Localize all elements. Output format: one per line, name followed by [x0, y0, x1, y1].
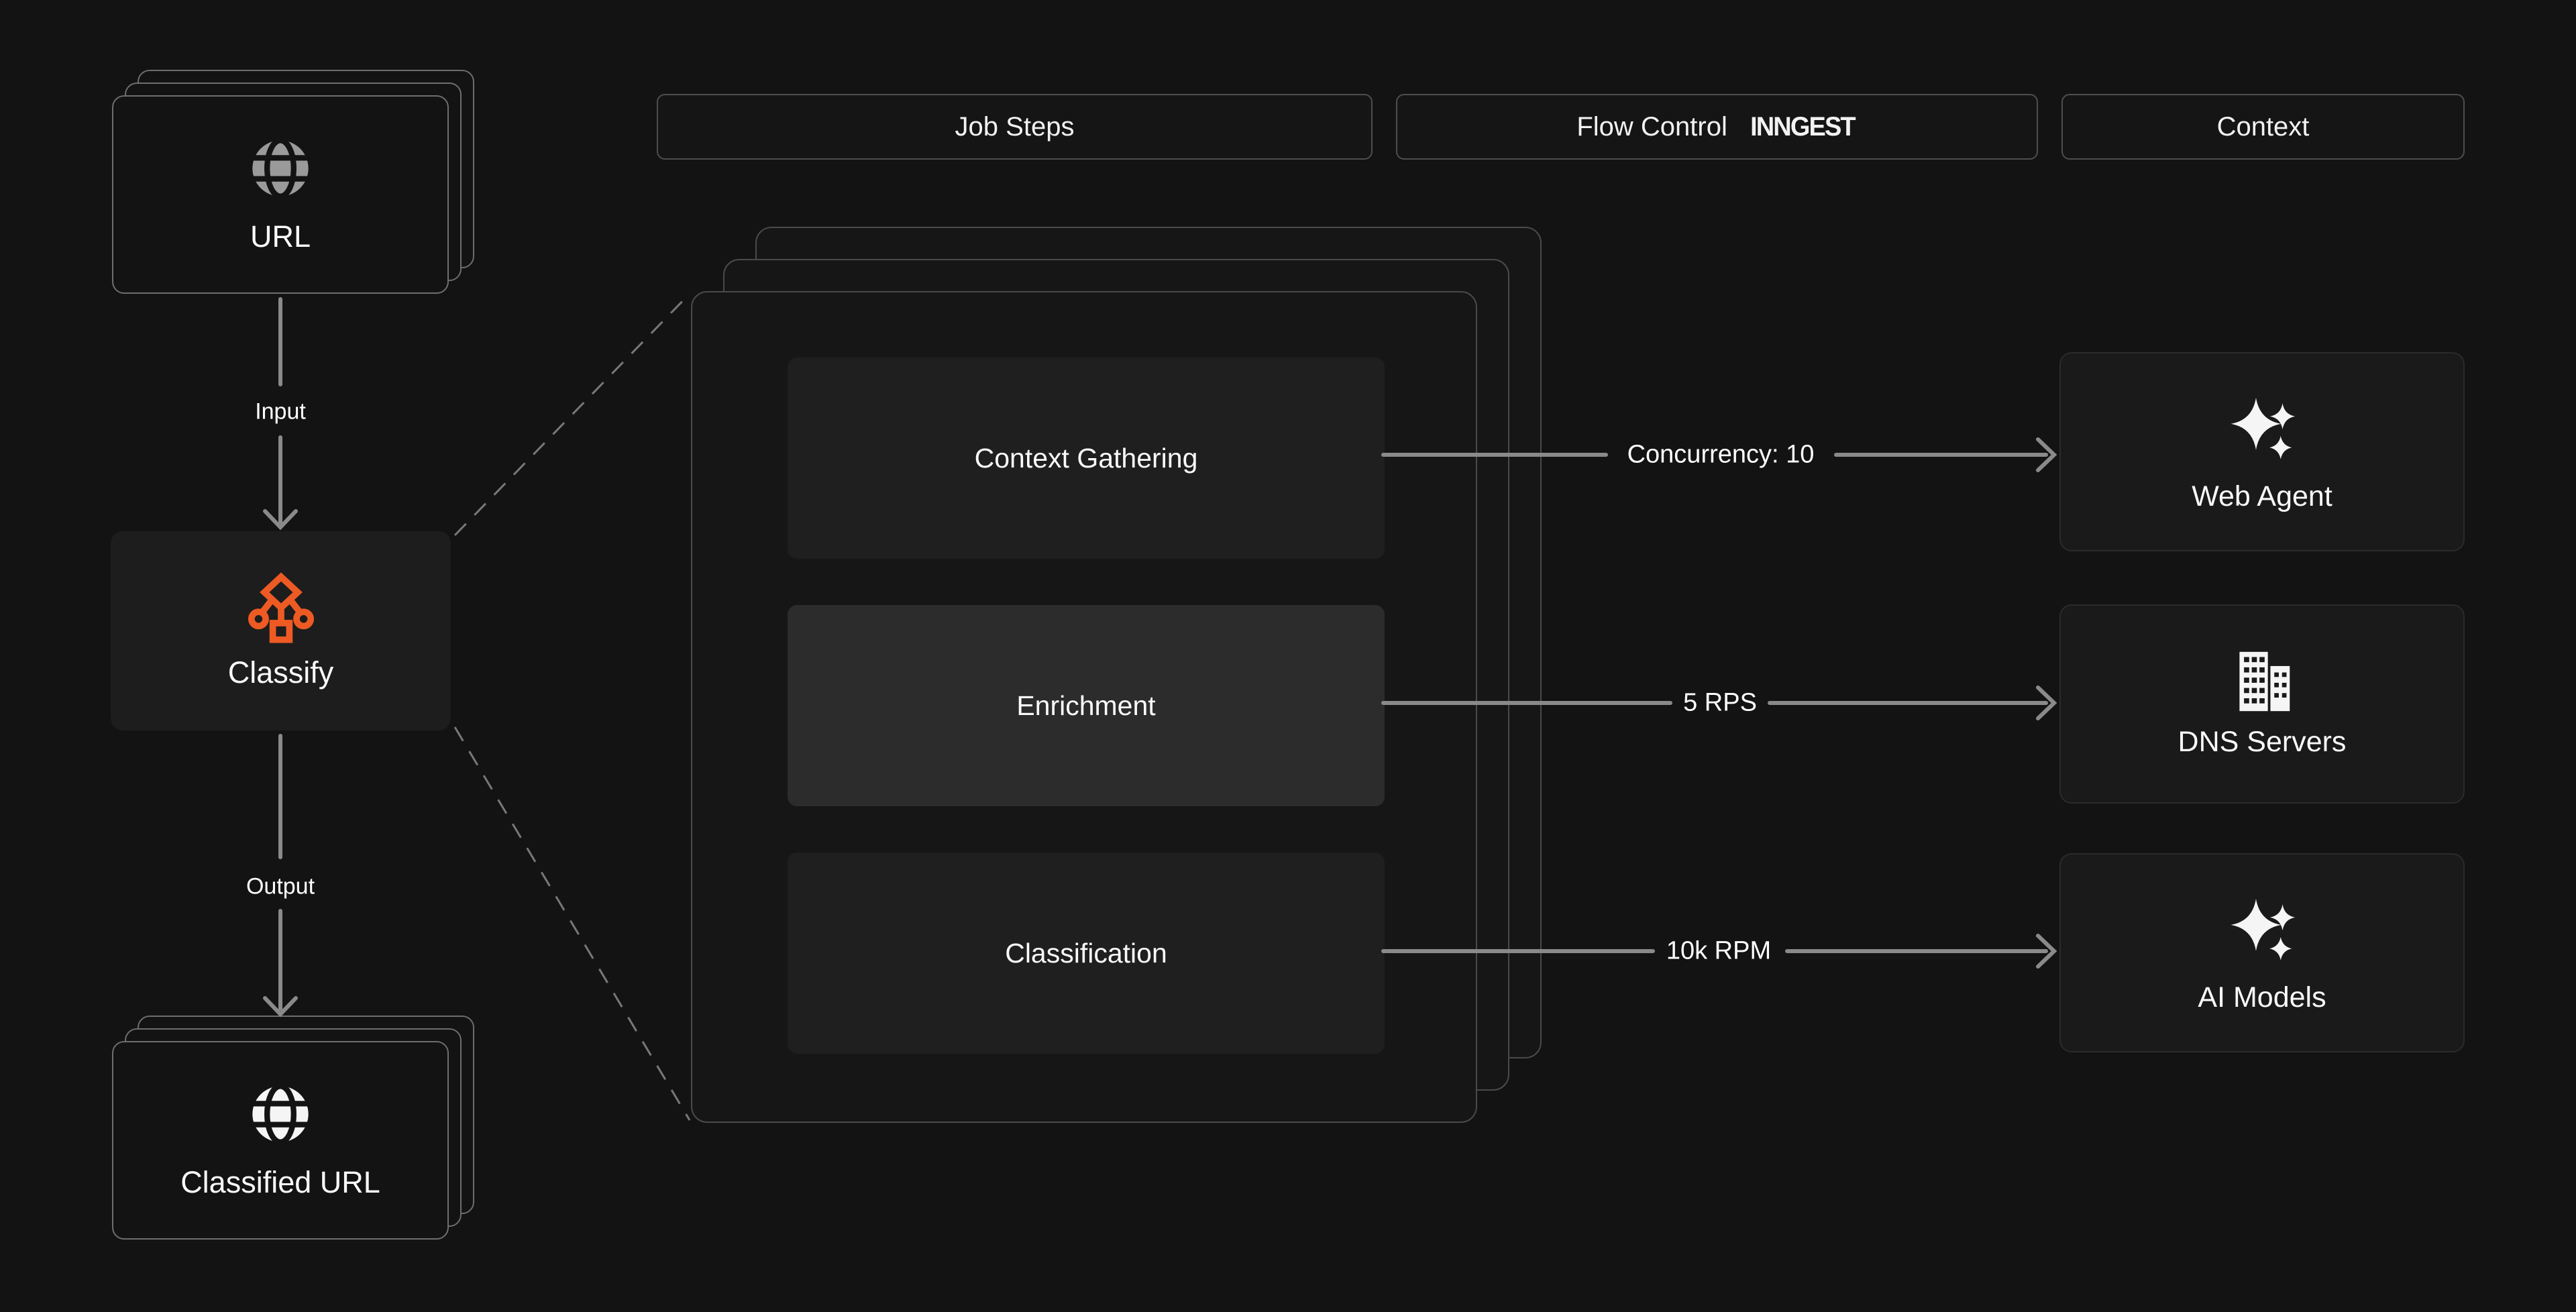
- web-agent-label: Web Agent: [2192, 480, 2332, 512]
- header-flow-control-label: Flow Control: [1576, 111, 1727, 142]
- rpm-arrow: [1381, 934, 2057, 969]
- globe-icon: [251, 1083, 310, 1145]
- buildings-icon: [2239, 651, 2290, 712]
- concurrency-edge-label: Concurrency: 10: [1627, 440, 1815, 469]
- url-card: URL: [112, 95, 449, 294]
- job-steps-card: Context Gathering Enrichment Classificat…: [691, 291, 1477, 1123]
- header-flow-control: Flow Control INNGEST: [1396, 94, 2038, 160]
- header-job-steps-label: Job Steps: [955, 111, 1075, 142]
- dns-servers-node: DNS Servers: [2059, 604, 2465, 804]
- classified-url-card: Classified URL: [112, 1041, 449, 1240]
- ai-models-node: AI Models: [2059, 853, 2465, 1052]
- output-edge-label: Output: [246, 873, 315, 899]
- dns-servers-label: DNS Servers: [2178, 726, 2347, 758]
- classified-url-card-label: Classified URL: [180, 1165, 380, 1199]
- header-context: Context: [2061, 94, 2465, 160]
- rps-edge-label: 5 RPS: [1683, 688, 1757, 717]
- output-arrow: [263, 734, 298, 1018]
- rps-arrow: [1381, 686, 2057, 720]
- globe-icon: [251, 138, 310, 199]
- classify-node-label: Classify: [227, 655, 334, 690]
- input-edge-label: Input: [255, 398, 306, 425]
- sparkles-icon: [2231, 397, 2296, 459]
- concurrency-arrow: [1381, 437, 2057, 472]
- web-agent-node: Web Agent: [2059, 352, 2465, 551]
- decision-tree-icon: [248, 571, 314, 643]
- classify-node: Classify: [111, 531, 451, 730]
- sparkles-icon: [2231, 898, 2296, 961]
- inngest-logo: INNGEST: [1750, 111, 1856, 142]
- step-context-gathering: Context Gathering: [788, 358, 1385, 559]
- ai-models-label: AI Models: [2198, 981, 2326, 1014]
- header-context-label: Context: [2216, 111, 2310, 142]
- classify-expansion-dashed-lines: [453, 292, 691, 1121]
- step-classification-label: Classification: [1005, 937, 1167, 969]
- step-enrichment: Enrichment: [788, 605, 1385, 806]
- step-context-gathering-label: Context Gathering: [974, 442, 1198, 474]
- input-arrow: [263, 297, 298, 531]
- url-card-label: URL: [250, 219, 311, 254]
- header-job-steps: Job Steps: [657, 94, 1373, 160]
- step-enrichment-label: Enrichment: [1016, 690, 1156, 721]
- step-classification: Classification: [788, 853, 1385, 1054]
- rpm-edge-label: 10k RPM: [1666, 936, 1772, 965]
